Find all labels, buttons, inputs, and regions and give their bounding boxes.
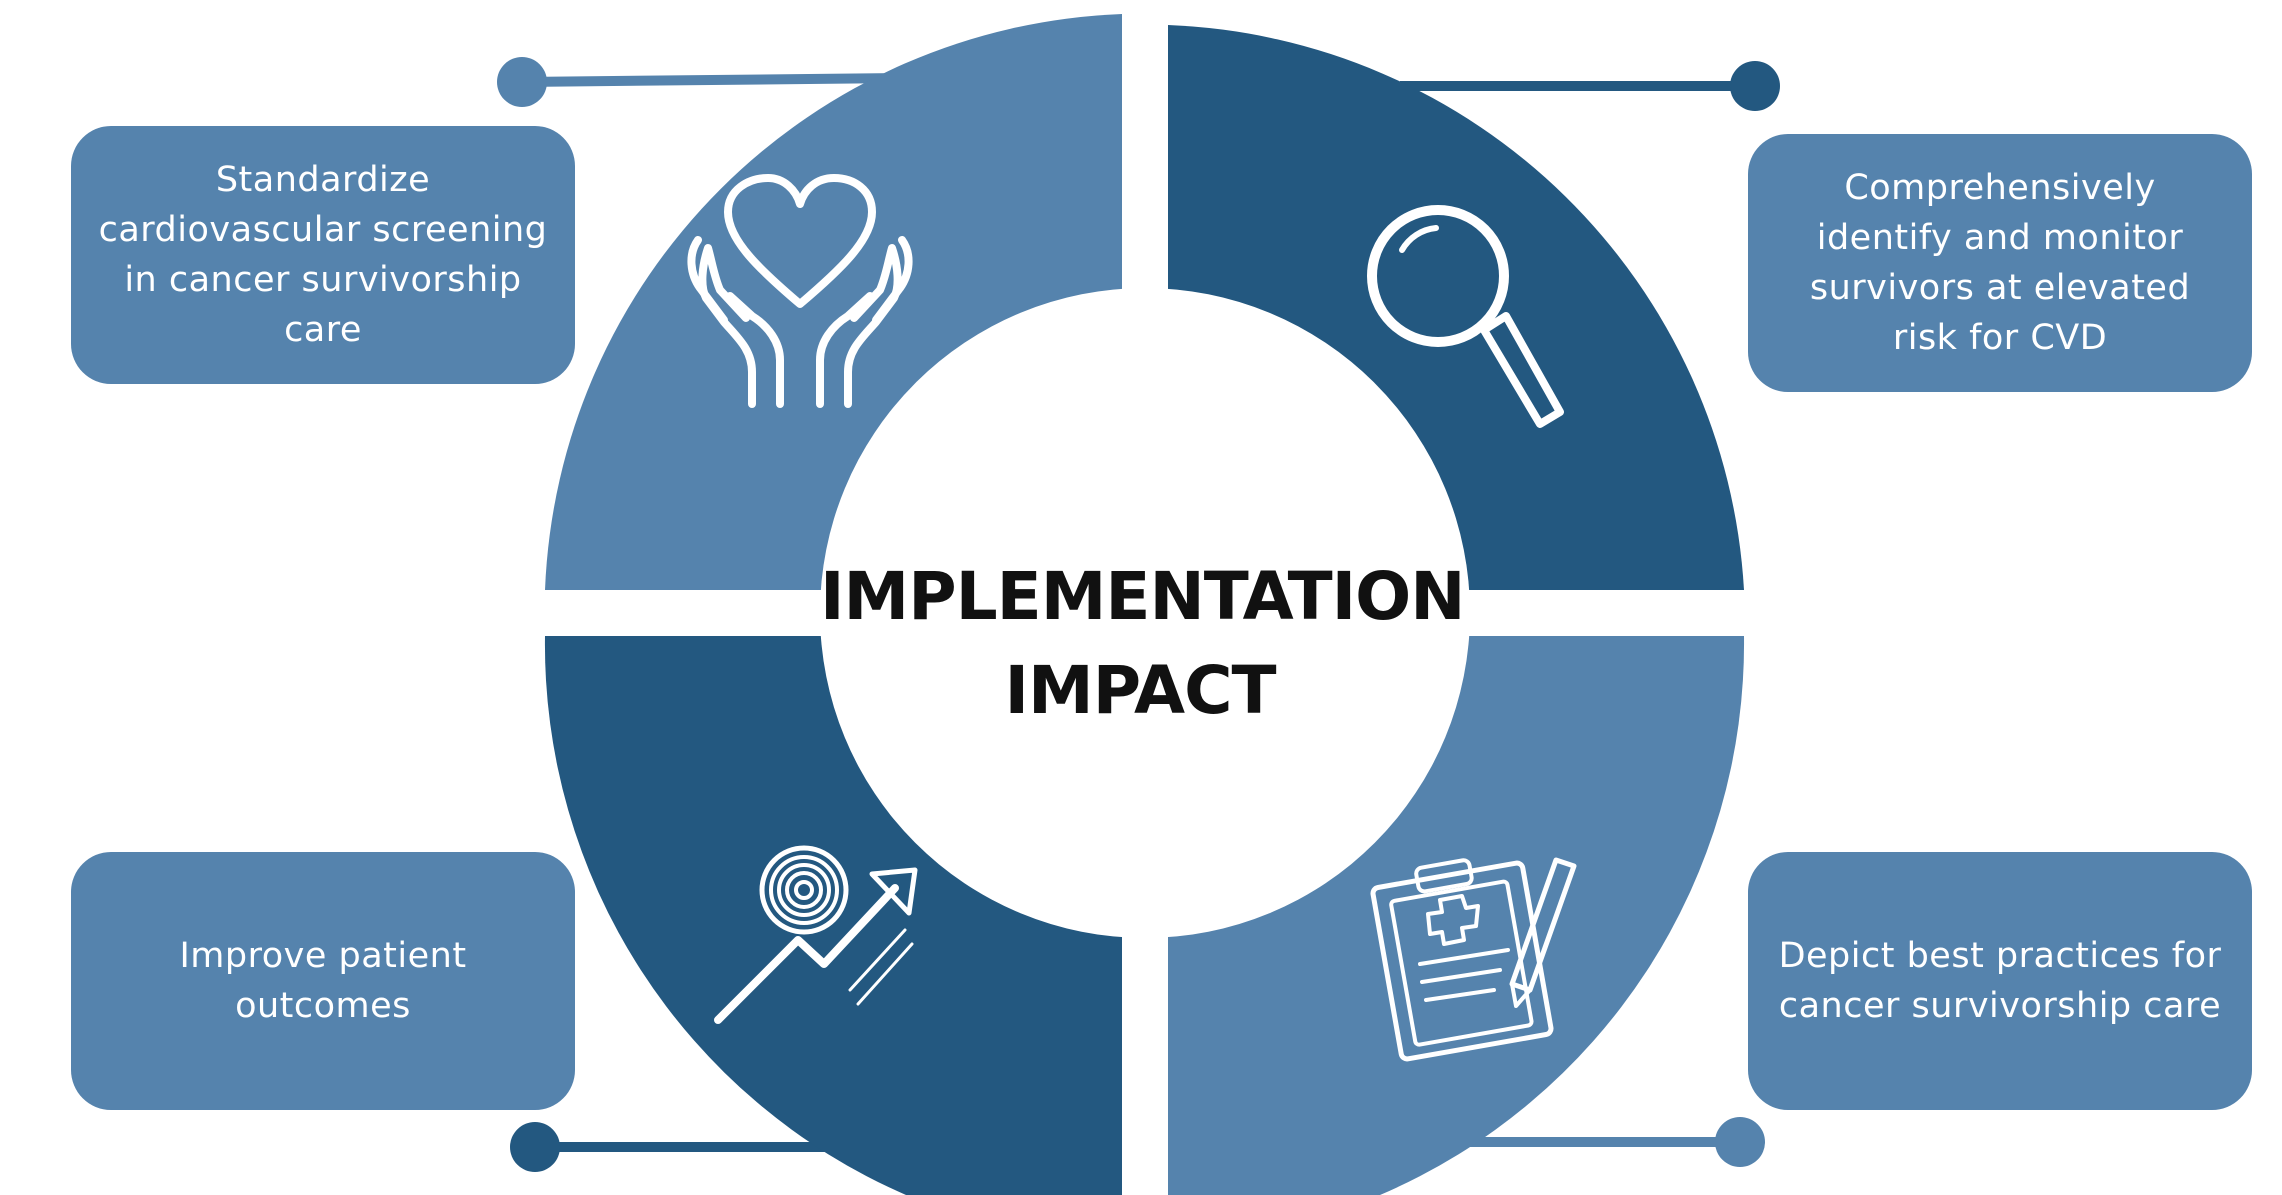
goal-box-top-left: Standardize cardiovascular screening in … [71,126,575,384]
center-title: IMPLEMENTATION IMPACT [820,550,1466,738]
connector-top-left [497,57,901,107]
clipboard-pen-icon [1370,857,1577,1062]
goal-box-bottom-left: Improve patient outcomes [71,852,575,1110]
heart-in-hands-icon [687,174,913,408]
center-title-line2: IMPACT [1004,652,1276,729]
goal-text-standardize-screening: Standardize cardiovascular screening in … [98,160,548,350]
magnifying-glass-icon [1367,205,1564,428]
goal-text-improve-outcomes: Improve patient outcomes [179,936,467,1026]
goal-box-bottom-right: Depict best practices for cancer survivo… [1748,852,2252,1110]
goal-text-best-practices: Depict best practices for cancer survivo… [1778,936,2222,1026]
center-circle [820,288,1470,938]
target-arrow-icon [714,845,918,1024]
center-title-line1: IMPLEMENTATION [820,558,1466,635]
connector-top-right [1400,61,1780,111]
goal-box-top-right: Comprehensively identify and monitor sur… [1748,134,2252,392]
goal-text-identify-monitor: Comprehensively identify and monitor sur… [1809,168,2191,358]
